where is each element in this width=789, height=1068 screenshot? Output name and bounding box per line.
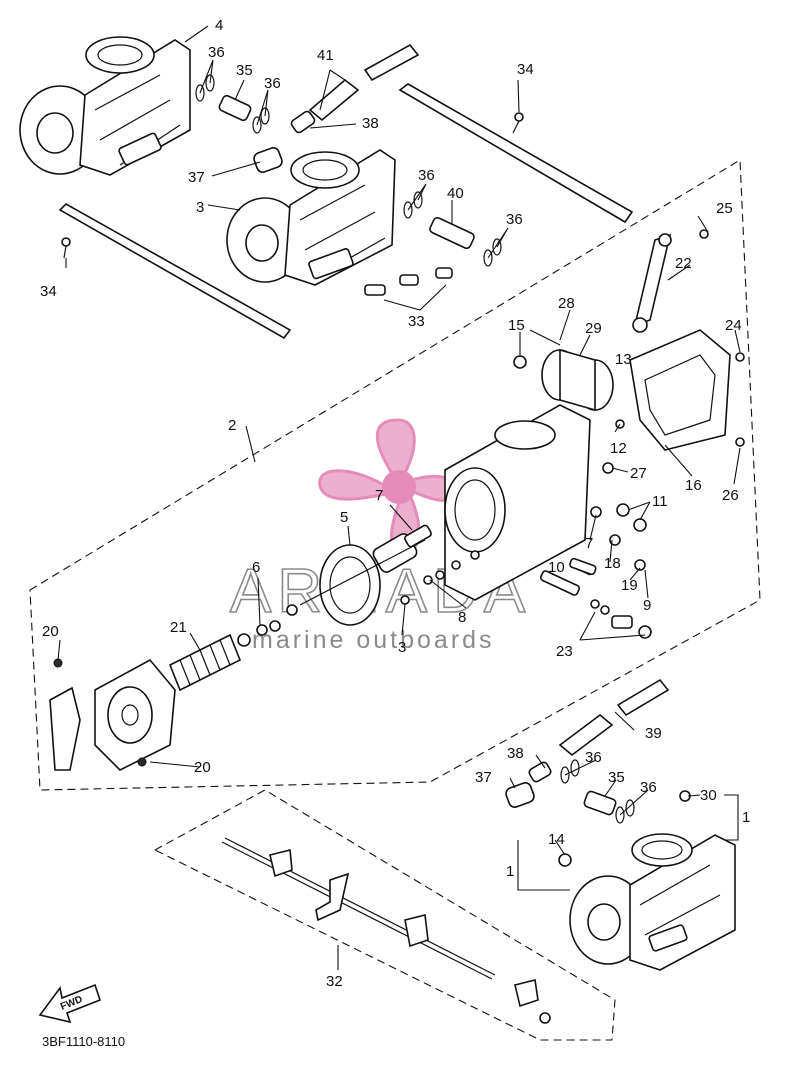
carburetor-1 [569, 833, 736, 971]
callout-12: 12 [610, 440, 627, 457]
bottom-fittings [505, 678, 691, 867]
callout-33: 33 [408, 313, 425, 330]
callout-15: 15 [508, 317, 525, 334]
callout-38: 38 [362, 115, 379, 132]
callout-10: 10 [548, 559, 565, 576]
callout-7: 7 [585, 535, 593, 552]
callout-6: 6 [252, 559, 260, 576]
callout-11: 11 [652, 493, 668, 510]
callout-8: 8 [458, 609, 466, 626]
carb-bracket-34-lower [58, 203, 292, 340]
vacuum-piston-29 [541, 348, 614, 412]
carburetor-3 [226, 149, 396, 286]
callout-23: 23 [556, 643, 573, 660]
callout-35: 35 [608, 769, 625, 786]
callout-36: 36 [208, 44, 225, 61]
diaphragm-5 [319, 533, 418, 626]
hose-38-top [290, 110, 316, 134]
pin-28 [529, 329, 561, 346]
callout-22: 22 [675, 255, 692, 272]
joint-pipe-35-top [218, 94, 252, 122]
hose-41 [308, 43, 420, 122]
callout-36: 36 [264, 75, 281, 92]
callout-27: 27 [630, 465, 647, 482]
watermark-tagline: marine outboards [252, 626, 495, 654]
callout-20: 20 [194, 759, 211, 776]
diagram-code: 3BF1110-8110 [42, 1034, 125, 1049]
fittings-33 [364, 267, 453, 296]
callout-41: 41 [317, 47, 334, 64]
callout-30: 30 [700, 787, 717, 804]
cover-16 [629, 329, 731, 451]
callout-39: 39 [645, 725, 662, 742]
callout-34: 34 [40, 283, 57, 300]
forward-arrow-icon: FWD [38, 983, 101, 1024]
callout-25: 25 [716, 200, 733, 217]
callout-4: 4 [215, 17, 223, 34]
callout-38: 38 [507, 745, 524, 762]
callout-13: 13 [615, 351, 632, 368]
watermark-propeller-logo [318, 418, 458, 554]
carburetor-body-center [444, 404, 591, 601]
callout-35: 35 [236, 62, 253, 79]
callout-2: 2 [228, 417, 236, 434]
callout-26: 26 [722, 487, 739, 504]
callout-40: 40 [447, 185, 464, 202]
needle-7 [299, 524, 432, 606]
link-lever-22 [632, 233, 672, 333]
cover-20 [94, 658, 176, 771]
callout-5: 5 [340, 509, 348, 526]
screw-34 [61, 112, 524, 259]
callout-34: 34 [517, 61, 534, 78]
link-rod-group-32-outline [153, 789, 616, 1041]
callout-9: 9 [643, 597, 651, 614]
callout-29: 29 [585, 320, 602, 337]
t-joint-37-top [253, 147, 283, 173]
callout-37: 37 [475, 769, 492, 786]
callout-18: 18 [604, 555, 621, 572]
callout-36: 36 [585, 749, 602, 766]
callout-24: 24 [725, 317, 742, 334]
kit-group-2-outline [29, 159, 761, 791]
callout-14: 14 [548, 831, 565, 848]
carburetor-4 [19, 36, 191, 176]
callout-32: 32 [326, 973, 343, 990]
leader-lines [57, 25, 741, 970]
callout-7: 7 [375, 487, 383, 504]
o-rings-36-top [195, 74, 502, 267]
throttle-shaft-32 [221, 837, 551, 1024]
callout-16: 16 [685, 477, 702, 494]
spring-21 [168, 633, 242, 692]
callout-3: 3 [398, 639, 406, 656]
joint-pipe-40 [429, 216, 475, 250]
callout-37: 37 [188, 169, 205, 186]
callout-28: 28 [558, 295, 575, 312]
callout-21: 21 [170, 619, 187, 636]
callout-19: 19 [621, 577, 638, 594]
carb-bracket-34-upper [398, 83, 634, 224]
small-parts-cluster [237, 229, 745, 647]
callout-36: 36 [506, 211, 523, 228]
callout-36: 36 [640, 779, 657, 796]
callout-1: 1 [506, 863, 514, 880]
callout-36: 36 [418, 167, 435, 184]
callouts: 4 36 35 36 41 34 38 37 36 40 36 3 34 33 … [40, 17, 750, 990]
throttle-lever-20 [49, 658, 147, 771]
callout-20: 20 [42, 623, 59, 640]
callout-3: 3 [196, 199, 204, 216]
callout-1: 1 [742, 809, 750, 826]
